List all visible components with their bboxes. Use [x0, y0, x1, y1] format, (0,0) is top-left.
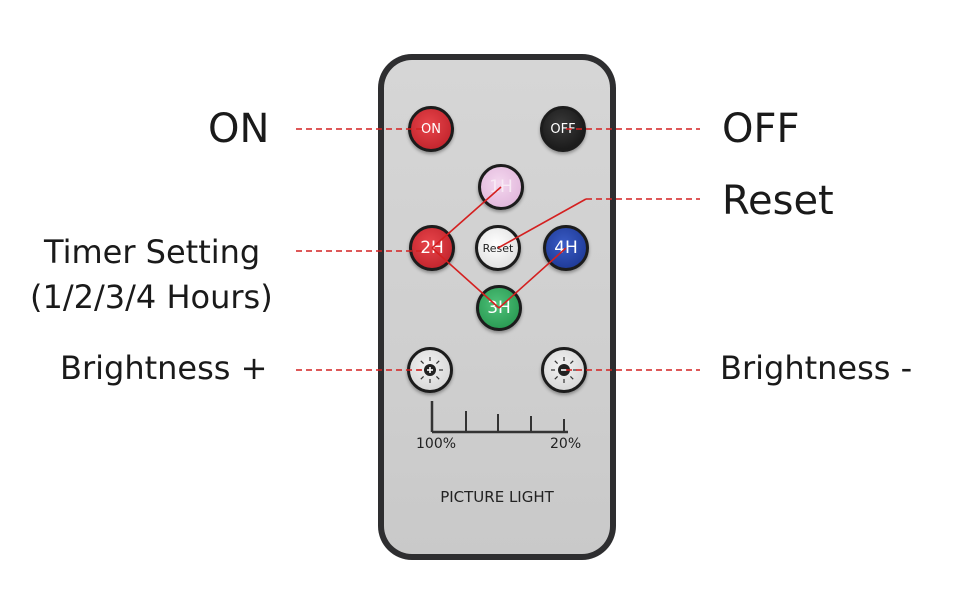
- on-button-label: ON: [421, 121, 441, 137]
- label-reset: Reset: [722, 178, 834, 224]
- scale-low-label: 20%: [550, 436, 582, 452]
- label-off: OFF: [722, 106, 800, 152]
- sun-minus-icon: [551, 357, 577, 383]
- off-button[interactable]: OFF: [540, 106, 586, 152]
- reset-button-label: Reset: [482, 241, 514, 255]
- label-on: ON: [208, 106, 270, 152]
- connector-reset: [497, 198, 587, 249]
- label-brightness-plus: Brightness +: [60, 349, 268, 387]
- label-timer-hours: (1/2/3/4 Hours): [30, 278, 273, 316]
- brand-label: PICTURE LIGHT: [440, 488, 554, 506]
- on-button[interactable]: ON: [408, 106, 454, 152]
- sun-plus-icon: [417, 357, 443, 383]
- connector-2h-3h: [431, 247, 500, 309]
- connector-3h-4h: [498, 247, 567, 309]
- off-button-label: OFF: [550, 121, 576, 137]
- label-brightness-minus: Brightness -: [720, 349, 913, 387]
- label-timer-setting: Timer Setting: [44, 233, 261, 271]
- brightness-scale: [430, 401, 568, 434]
- scale-high-label: 100%: [416, 436, 457, 452]
- remote-control: ON OFF 1H 2H Reset 4H 3H: [378, 54, 616, 560]
- timer-4h-button[interactable]: 4H: [543, 225, 589, 271]
- connector-2h-1h: [431, 186, 502, 249]
